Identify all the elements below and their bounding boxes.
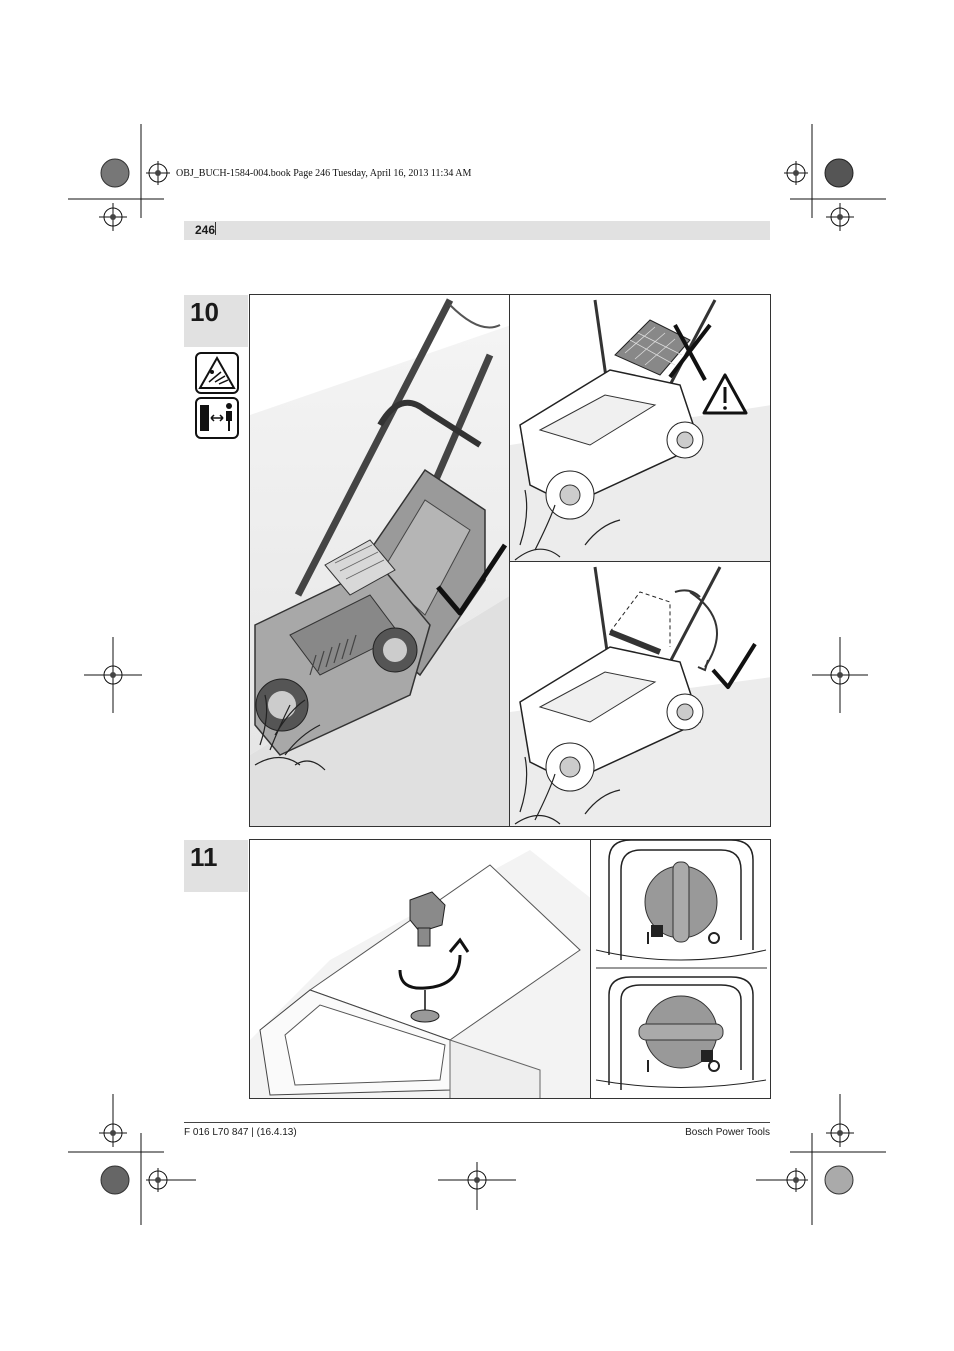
figure-11-switch-positions-panel: [590, 839, 771, 1099]
figure-11-label: 11: [184, 840, 248, 892]
page-number: 246: [195, 223, 216, 237]
thrown-objects-warning-icon: [195, 352, 239, 394]
keep-distance-icon: [195, 397, 239, 439]
footer-doc-code: F 016 L70 847 | (16.4.13): [184, 1127, 297, 1138]
figure-10-incorrect-usage-panel: [509, 294, 771, 562]
figure-10-mower-operating-panel: [249, 294, 510, 827]
footer-brand: Bosch Power Tools: [685, 1127, 770, 1138]
page-number-divider: [215, 222, 216, 235]
page-header-bar: [184, 221, 770, 240]
print-header: OBJ_BUCH-1584-004.book Page 246 Tuesday,…: [176, 168, 472, 179]
figure-10-label: 10: [184, 295, 248, 347]
figure-10-correct-usage-panel: [509, 561, 771, 827]
safety-icons: [195, 352, 239, 447]
figure-11-safety-key-panel: [249, 839, 592, 1099]
footer-rule: [184, 1122, 770, 1123]
